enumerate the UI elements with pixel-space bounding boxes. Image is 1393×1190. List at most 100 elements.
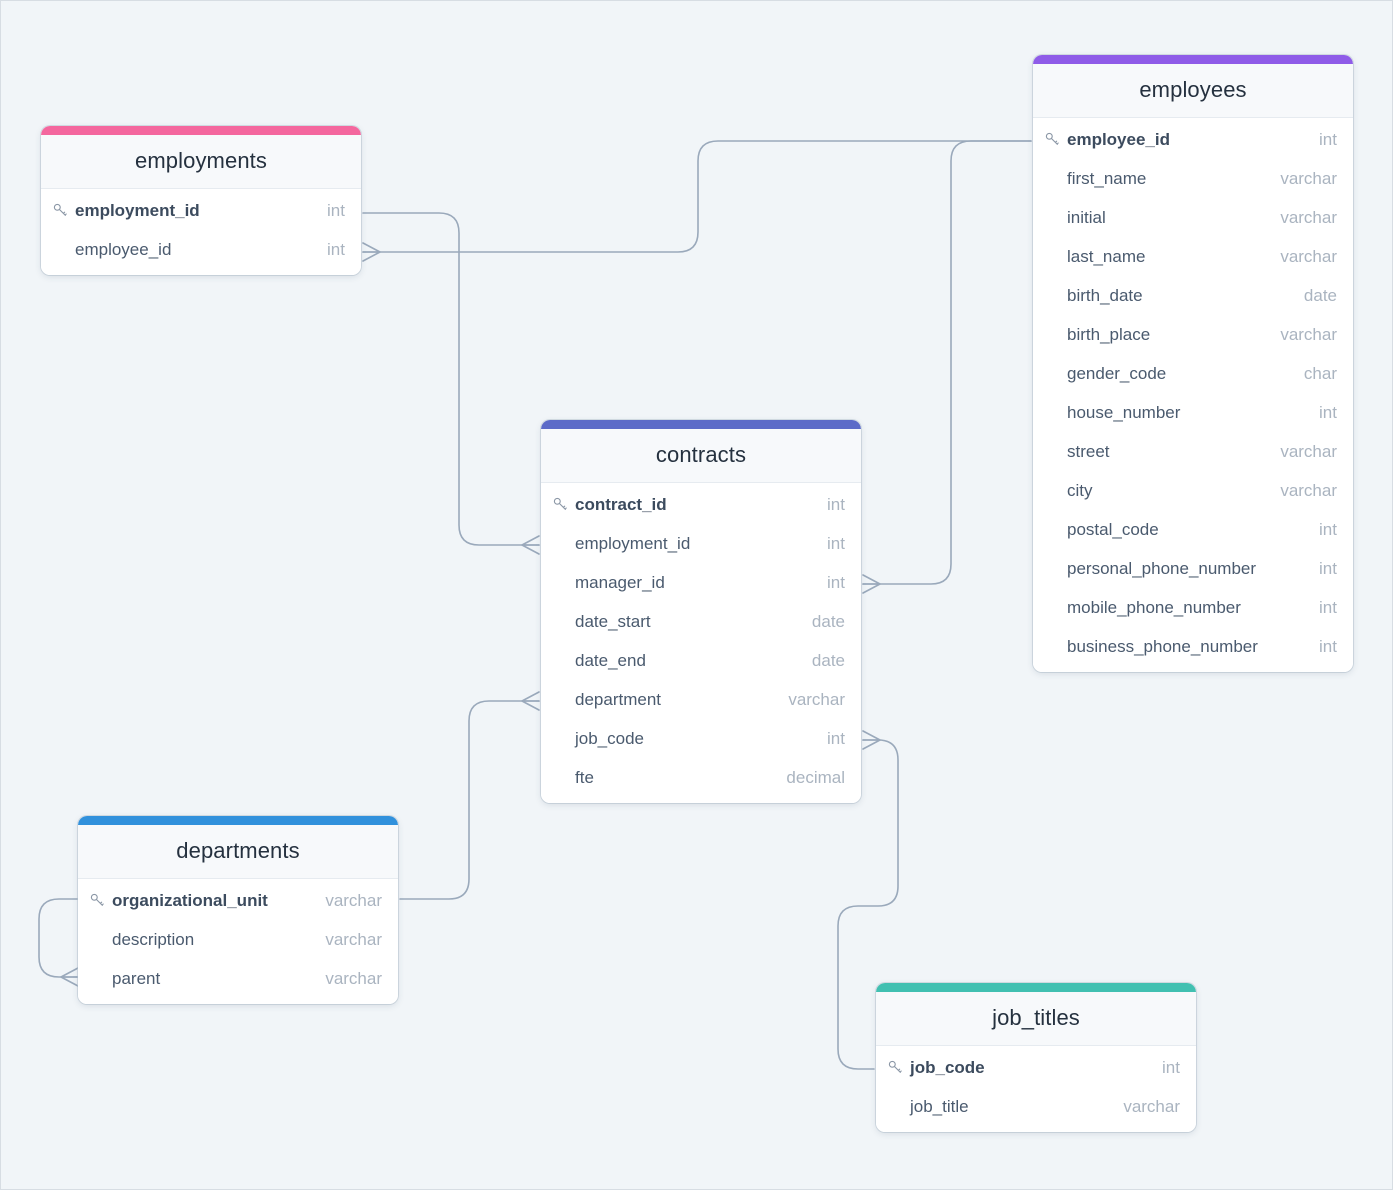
column-row[interactable]: organizational_unit varchar: [78, 881, 398, 920]
table-title-employees: employees: [1033, 64, 1353, 118]
column-name: date_end: [575, 650, 646, 670]
relationship-line-employments-contracts: [362, 212, 540, 546]
column-type: int: [1319, 636, 1337, 656]
column-type: varchar: [325, 890, 382, 910]
key-icon: [888, 1060, 910, 1075]
key-icon: [53, 203, 75, 218]
column-type: varchar: [788, 689, 845, 709]
crowfoot-marker-departments-contracts: [521, 691, 540, 711]
key-icon: [1045, 132, 1067, 147]
column-type: int: [827, 494, 845, 514]
relationship-line-employments-employees: [362, 140, 1032, 253]
column-type: varchar: [1280, 246, 1337, 266]
column-type: varchar: [1280, 207, 1337, 227]
crowfoot-marker-contracts-employees-manager: [862, 574, 881, 594]
column-type: date: [1303, 285, 1337, 305]
column-row[interactable]: manager_id int: [541, 563, 861, 602]
column-type: int: [1162, 1057, 1180, 1077]
column-name: department: [575, 689, 661, 709]
crowfoot-marker-contracts-jobtitles: [862, 730, 881, 750]
column-type: char: [1303, 363, 1337, 383]
column-name: employee_id: [1067, 129, 1170, 149]
column-name: city: [1067, 480, 1093, 500]
column-name: birth_date: [1067, 285, 1143, 305]
relationship-line-departments-contracts: [399, 700, 540, 900]
column-name: parent: [112, 968, 161, 988]
column-name: birth_place: [1067, 324, 1151, 344]
relationship-line-departments-self-parent: [38, 898, 79, 978]
column-type: int: [1319, 129, 1337, 149]
column-name: employment_id: [575, 533, 691, 553]
column-name: personal_phone_number: [1067, 558, 1257, 578]
column-row[interactable]: department varchar: [541, 680, 861, 719]
column-type: int: [1319, 519, 1337, 539]
table-title-employments: employments: [41, 135, 361, 189]
column-name: date_start: [575, 611, 651, 631]
table-accent-bar-employments: [41, 126, 361, 135]
column-row[interactable]: date_start date: [541, 602, 861, 641]
crowfoot-marker-employments-contracts: [521, 535, 540, 555]
column-type: varchar: [1280, 480, 1337, 500]
column-type: int: [827, 728, 845, 748]
key-icon: [553, 497, 575, 512]
table-accent-bar-job_titles: [876, 983, 1196, 992]
column-type: int: [327, 200, 345, 220]
column-row[interactable]: business_phone_number int: [1033, 627, 1353, 666]
column-type: date: [811, 611, 845, 631]
column-name: gender_code: [1067, 363, 1167, 383]
column-row[interactable]: personal_phone_number int: [1033, 549, 1353, 588]
table-title-departments: departments: [78, 825, 398, 879]
column-name: fte: [575, 767, 594, 787]
column-row[interactable]: job_code int: [541, 719, 861, 758]
column-row[interactable]: gender_code char: [1033, 354, 1353, 393]
table-accent-bar-employees: [1033, 55, 1353, 64]
column-row[interactable]: employee_id int: [1033, 120, 1353, 159]
column-type: varchar: [1280, 441, 1337, 461]
column-name: house_number: [1067, 402, 1181, 422]
column-type: int: [1319, 597, 1337, 617]
column-type: int: [1319, 402, 1337, 422]
column-name: job_code: [575, 728, 645, 748]
column-type: int: [827, 572, 845, 592]
column-name: organizational_unit: [112, 890, 268, 910]
column-name: business_phone_number: [1067, 636, 1258, 656]
crowfoot-marker-departments-self-parent: [60, 967, 79, 987]
column-row[interactable]: house_number int: [1033, 393, 1353, 432]
column-row[interactable]: street varchar: [1033, 432, 1353, 471]
column-type: int: [1319, 558, 1337, 578]
column-name: manager_id: [575, 572, 665, 592]
column-type: varchar: [325, 929, 382, 949]
column-name: street: [1067, 441, 1110, 461]
column-row[interactable]: birth_date date: [1033, 276, 1353, 315]
table-accent-bar-contracts: [541, 420, 861, 429]
column-row[interactable]: city varchar: [1033, 471, 1353, 510]
column-type: varchar: [1123, 1096, 1180, 1116]
column-type: varchar: [1280, 168, 1337, 188]
